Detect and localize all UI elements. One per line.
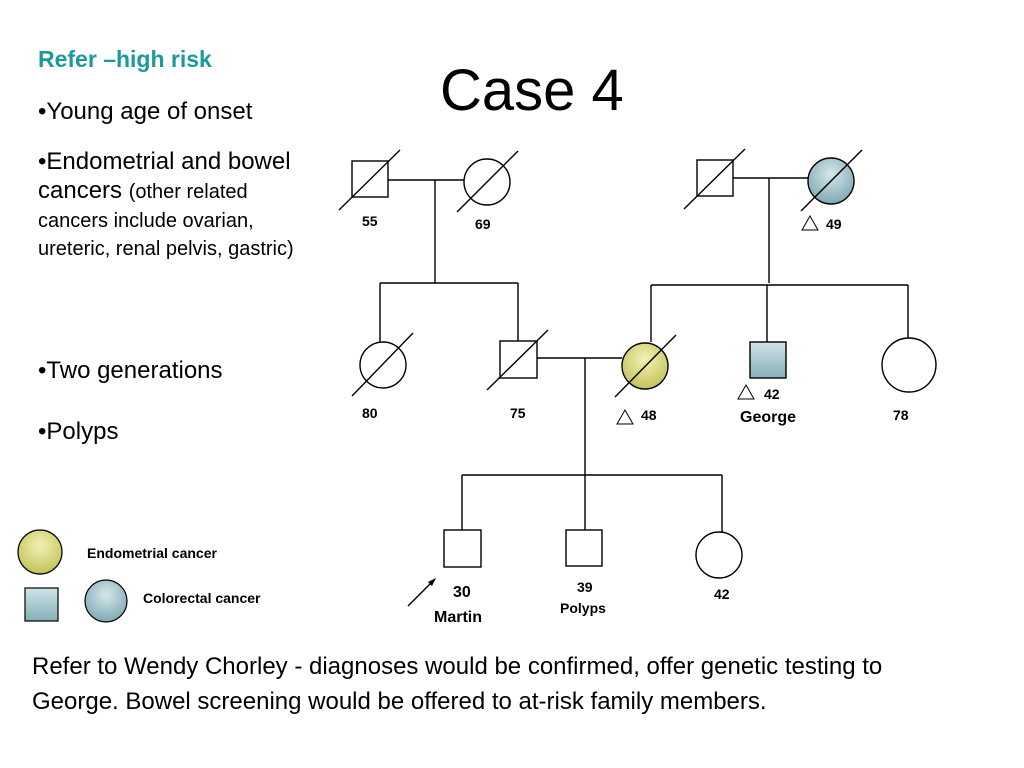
name-label: Martin bbox=[434, 609, 482, 626]
legend-endometrial-label: Endometrial cancer bbox=[87, 545, 217, 561]
gen2-aunt-right: 78 bbox=[881, 337, 937, 423]
age-label: 49 bbox=[826, 216, 842, 232]
age-label: 42 bbox=[714, 586, 730, 602]
colorectal-circle-swatch-icon bbox=[84, 579, 128, 623]
colorectal-square-swatch-icon bbox=[24, 587, 59, 622]
age-label: 78 bbox=[893, 407, 909, 423]
female-circle-icon bbox=[881, 337, 937, 393]
gen1-left-female: 69 bbox=[456, 150, 519, 232]
deceased-line-icon bbox=[614, 334, 677, 398]
deceased-line-icon bbox=[800, 149, 863, 212]
gen3-brother: 39 Polyps bbox=[560, 529, 606, 616]
legend: Endometrial cancer Colorectal cancer bbox=[17, 529, 261, 623]
triangle-marker-icon bbox=[616, 408, 634, 425]
bullet-two-generations: •Two generations bbox=[38, 357, 223, 384]
deceased-line-icon bbox=[338, 149, 401, 211]
bullet-young-onset: •Young age of onset bbox=[38, 98, 253, 125]
note-label: Polyps bbox=[560, 600, 606, 616]
female-circle-icon bbox=[695, 531, 743, 579]
gen2-aunt: 80 bbox=[351, 332, 414, 421]
bullet-polyps: •Polyps bbox=[38, 418, 119, 445]
age-label: 80 bbox=[362, 405, 378, 421]
age-label: 42 bbox=[764, 386, 780, 402]
endometrial-swatch-icon bbox=[17, 529, 63, 575]
colorectal-male-icon bbox=[749, 341, 787, 379]
age-label: 48 bbox=[641, 407, 657, 423]
gen1-left-male: 55 bbox=[338, 149, 401, 229]
name-label: George bbox=[740, 409, 796, 426]
deceased-line-icon bbox=[351, 332, 414, 397]
deceased-line-icon bbox=[683, 148, 746, 210]
deceased-line-icon bbox=[486, 329, 549, 391]
triangle-marker-icon bbox=[801, 214, 819, 231]
age-label: 55 bbox=[362, 213, 378, 229]
bullet-cancers-note: (other related cancers include ovarian, … bbox=[38, 180, 294, 261]
gen1-right-male bbox=[683, 148, 746, 210]
male-square-icon bbox=[565, 529, 603, 567]
proband-arrow-icon bbox=[407, 579, 435, 607]
gen2-george: 42 George bbox=[737, 341, 796, 426]
gen2-mother: 48 bbox=[614, 334, 677, 425]
bullet-cancers: •Endometrial and bowel cancers (other re… bbox=[38, 148, 308, 263]
gen1-right-female: 49 bbox=[800, 149, 863, 232]
gen2-father: 75 bbox=[486, 329, 549, 421]
age-label: 69 bbox=[475, 216, 491, 232]
legend-colorectal-label: Colorectal cancer bbox=[143, 590, 261, 606]
footer-text: Refer to Wendy Chorley - diagnoses would… bbox=[32, 653, 883, 715]
pedigree-lines bbox=[379, 177, 909, 532]
triangle-marker-icon bbox=[737, 383, 755, 400]
bullet-cancers-main: •Endometrial and bowel cancers bbox=[38, 148, 291, 204]
age-label: 39 bbox=[577, 579, 593, 595]
age-label: 30 bbox=[453, 584, 471, 601]
deceased-line-icon bbox=[456, 150, 519, 213]
slide-title: Case 4 bbox=[440, 58, 624, 123]
arrow-head-icon bbox=[428, 578, 436, 586]
gen3-martin: 30 Martin bbox=[407, 529, 482, 626]
male-square-icon bbox=[443, 529, 482, 568]
risk-heading: Refer –high risk bbox=[38, 46, 212, 72]
age-label: 75 bbox=[510, 405, 526, 421]
gen3-sister: 42 bbox=[695, 531, 743, 602]
